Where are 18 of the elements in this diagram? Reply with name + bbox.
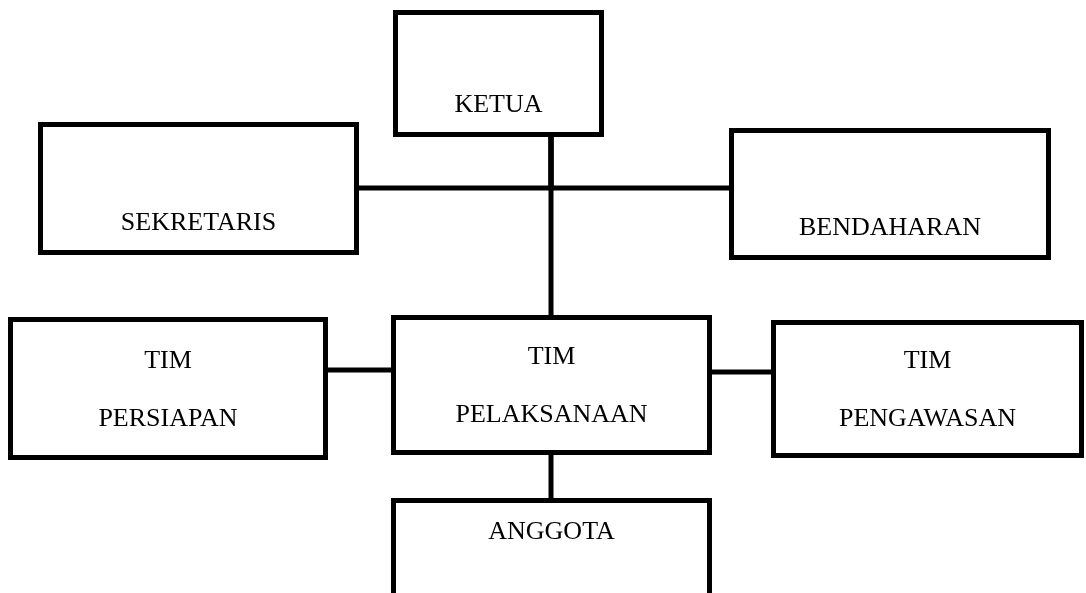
box-label: KETUA [454,88,543,120]
box-label: TIM PERSIAPAN [98,343,238,434]
org-box [38,122,359,255]
box-label: TIM PELAKSANAAN [455,340,648,430]
box-label: BENDAHARAN [799,211,981,243]
connector-line [548,137,554,315]
box-label: ANGGOTA [488,515,615,547]
org-box [391,498,712,593]
org-box [393,10,604,137]
org-box [8,317,328,460]
box-label: SEKRETARIS [120,206,277,238]
org-box [729,128,1051,260]
connector-line [712,369,771,375]
connector-line [548,455,554,498]
box-label: TIM PENGAWASAN [839,344,1016,434]
connector-line [328,367,391,373]
org-box [391,315,712,455]
org-box [771,320,1084,458]
